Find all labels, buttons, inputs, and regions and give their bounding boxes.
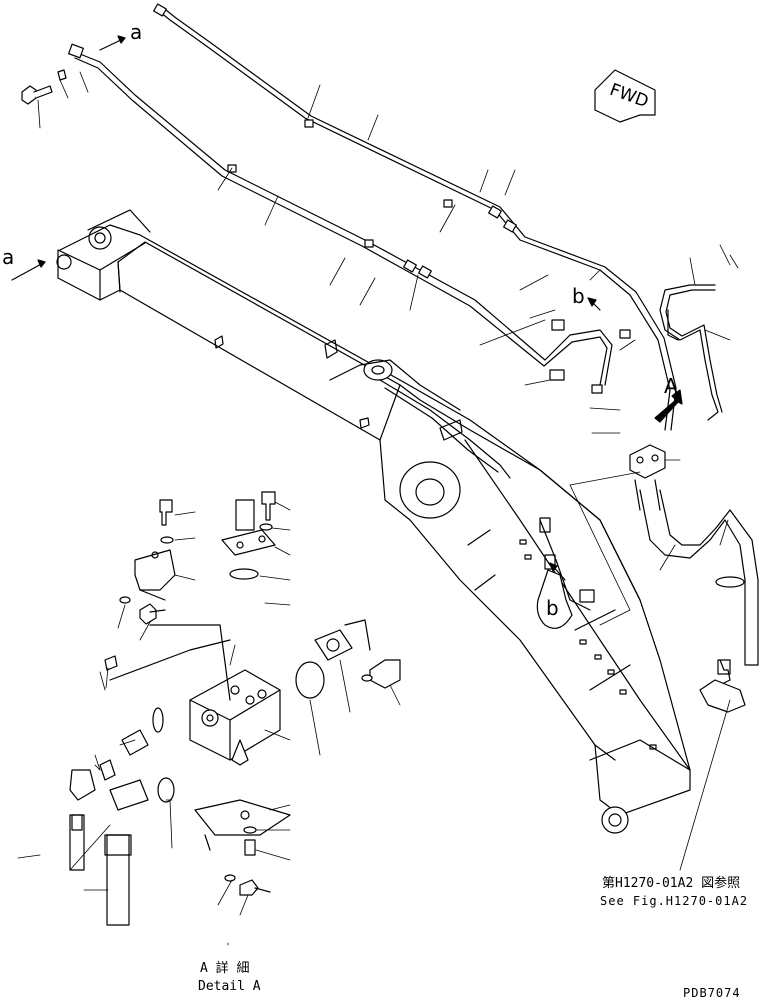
pipe-fittings (68, 3, 631, 394)
callout-a-left: a (2, 245, 15, 269)
boom-body (56, 209, 691, 834)
detail-a-title-en: Detail A (198, 979, 261, 994)
see-figure-en: See Fig.H1270-01A2 (600, 894, 749, 908)
callout-b-lower: b (546, 596, 559, 620)
upper-pipe-line (159, 9, 677, 431)
callout-a-top: a (130, 20, 143, 44)
detail-a-parts (69, 491, 401, 926)
valve-assembly-main (629, 444, 666, 511)
callout-bubble-b (536, 569, 573, 629)
fwd-direction-sign (594, 69, 656, 123)
bolt-top-left (21, 69, 67, 105)
detail-a-title-jp: A 詳 細 (200, 961, 250, 976)
lower-hose-loop (639, 489, 759, 713)
detail-a-valve-block (189, 669, 281, 766)
middle-pipe-line (74, 51, 613, 386)
see-figure-jp: 第H1270-01A2 図参照 (602, 876, 741, 891)
view-a-marker: A (664, 374, 678, 398)
leader-lines (17, 71, 739, 946)
reference-arrows[interactable] (11, 35, 683, 581)
right-return-pipe (659, 284, 723, 421)
drawing-id: PDB7074 (683, 986, 741, 1000)
callout-b-upper: b (572, 284, 585, 308)
